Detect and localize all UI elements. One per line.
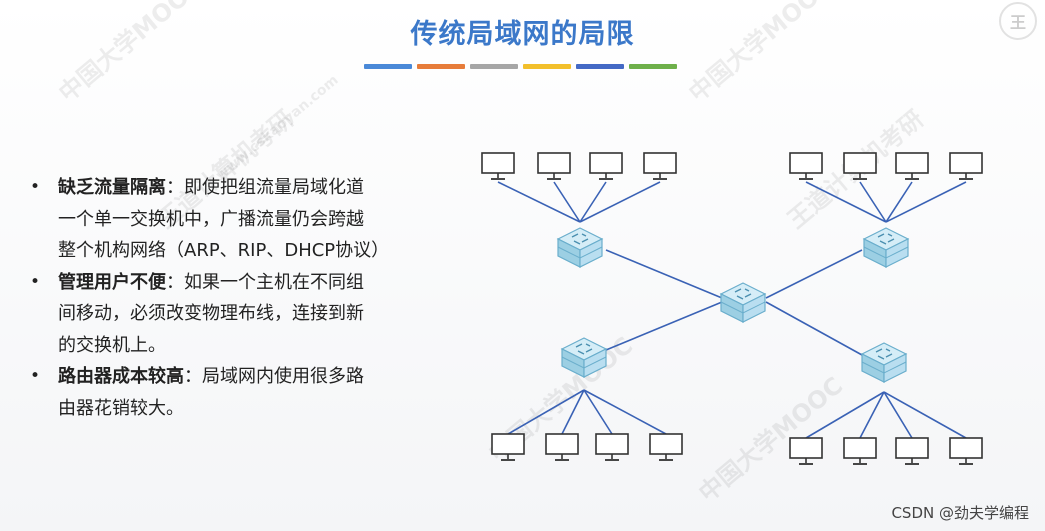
router-icon [863,227,909,268]
monitor-icon [789,152,823,180]
bullet-label: 管理用户不便 [58,271,166,293]
bullet-text: 的交换机上。 [58,334,166,356]
monitor-icon [949,152,983,180]
bullet-dot: • [30,177,41,197]
bullet-text: 间移动，必须改变物理布线，连接到新 [58,303,364,324]
bullet-text: 一个单一交换机中，广播流量仍会跨越 [58,208,364,230]
monitor-icon [537,152,571,180]
monitor-icon [643,152,677,180]
bullet-item: • 路由器成本较高：局域网内使用很多路 由器花销较大。 [30,361,425,424]
color-bar-segment [576,64,624,69]
bullet-item: • 缺乏流量隔离：即使把组流量局域化道 一个单一交换机中，广播流量仍会跨越 整个… [30,172,425,267]
brand-logo-icon: 王 [999,2,1037,40]
monitor-icon [895,437,929,465]
monitor-icon [895,152,929,180]
bullet-text: 由器花销较大。 [58,397,184,419]
monitor-icon [491,433,525,461]
router-icon [557,227,603,268]
bullet-label: 缺乏流量隔离 [58,177,166,198]
color-bar-segment [417,64,465,69]
router-icon [561,337,607,378]
bullet-dot: • [30,271,41,292]
bullet-dot: • [30,366,41,386]
monitor-icon [843,152,877,180]
bullet-item: • 管理用户不便：如果一个主机在不同组 间移动，必须改变物理布线，连接到新 的交… [30,267,425,362]
page-title: 传统局域网的局限 [410,19,635,50]
color-bar-segment [523,64,571,69]
monitor-icon [545,433,579,461]
color-bar-segment [470,64,518,69]
bullet-text: 整个机构网络（ARP、RIP、DHCP协议） [58,240,390,261]
color-bar-segment [364,64,412,69]
footer-credit: CSDN @劲夫学编程 [891,504,1029,522]
monitor-icon [649,433,683,461]
monitor-icon [789,437,823,465]
monitor-icon [481,152,515,180]
monitor-icon [949,437,983,465]
bullet-text: ：如果一个主机在不同组 [166,271,364,293]
bullet-list: • 缺乏流量隔离：即使把组流量局域化道 一个单一交换机中，广播流量仍会跨越 整个… [30,172,425,424]
network-links [497,181,967,439]
bullet-text: ：即使把组流量局域化道 [166,177,364,198]
color-bar-segment [629,64,677,69]
bullet-label: 路由器成本较高 [58,366,184,387]
monitor-icon [595,433,629,461]
bullet-text: ：局域网内使用很多路 [184,366,364,387]
router-icon [861,342,907,383]
title-color-bar [364,64,677,69]
monitor-icon [843,437,877,465]
router-icon [720,282,766,323]
monitor-icon [589,152,623,180]
